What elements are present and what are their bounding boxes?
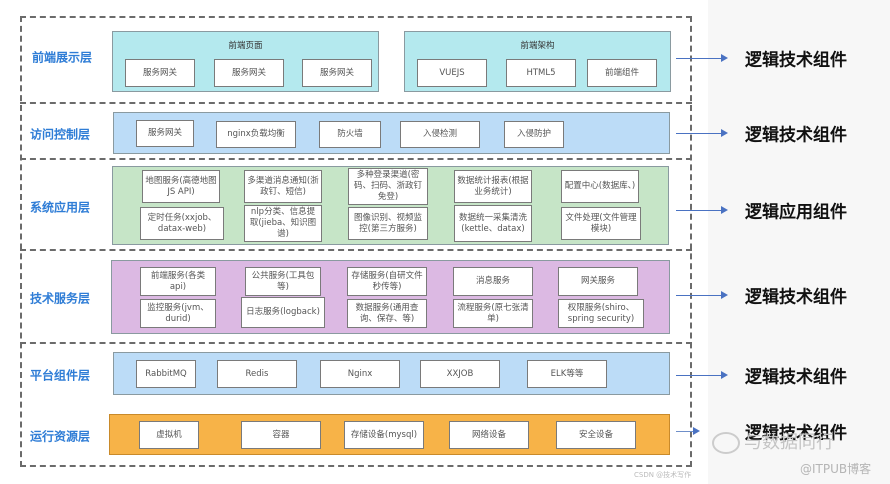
frame-line: [20, 465, 692, 467]
panel-tech-service: 前端服务(各类api) 公共服务(工具包等) 存储服务(自研文件秒传等) 消息服…: [111, 260, 670, 334]
component-box: 定时任务(xxjob、datax-web): [140, 207, 224, 240]
component-box: HTML5: [506, 59, 576, 87]
wechat-watermark-text: 与数据同行: [744, 432, 834, 453]
panel-title: 前端架构: [520, 41, 555, 51]
component-box: 图像识别、视频监控(第三方服务): [348, 207, 428, 240]
layer-label: 前端展示层: [32, 50, 93, 65]
component-box: 多种登录渠道(密码、扫码、浙政钉免登): [348, 168, 428, 205]
component-box: 文件处理(文件管理模块): [561, 207, 641, 240]
panel-access: 服务网关 nginx负载均衡 防火墙 入侵检测 入侵防护: [113, 112, 670, 154]
component-box: 地图服务(高德地图JS API): [142, 170, 220, 203]
arrow-icon: [676, 427, 700, 435]
component-box: 公共服务(工具包等): [245, 267, 321, 296]
itpub-watermark: @ITPUB博客: [800, 462, 872, 476]
component-box: 日志服务(logback): [241, 297, 325, 328]
component-box: 入侵检测: [400, 121, 480, 148]
component-box: Nginx: [320, 360, 400, 388]
frame-line: [20, 16, 692, 18]
panel-system-app: 地图服务(高德地图JS API) 多渠道消息通知(浙政钉、短信) 多种登录渠道(…: [112, 166, 669, 245]
component-box: 网络设备: [449, 421, 529, 449]
component-box: 存储服务(自研文件秒传等): [347, 267, 427, 296]
right-label: 逻辑技术组件: [745, 125, 847, 146]
right-label: 逻辑应用组件: [745, 202, 847, 223]
arrow-icon: [676, 206, 728, 214]
component-box: 安全设备: [556, 421, 636, 449]
wechat-icon: [712, 432, 740, 454]
component-box: 容器: [241, 421, 321, 449]
frame-line: [20, 342, 692, 344]
arrow-icon: [676, 291, 728, 299]
component-box: 入侵防护: [504, 121, 564, 148]
component-box: 服务网关: [302, 59, 372, 87]
component-box: 服务网关: [125, 59, 195, 87]
component-box: 多渠道消息通知(浙政钉、短信): [244, 170, 322, 203]
layer-label: 系统应用层: [30, 200, 91, 215]
frame-line: [20, 102, 692, 104]
layer-label: 技术服务层: [30, 291, 91, 306]
layer-label: 访问控制层: [30, 127, 91, 142]
panel-title: 前端页面: [228, 41, 263, 51]
csdn-watermark: CSDN @技术写作: [634, 471, 692, 479]
component-box: RabbitMQ: [136, 360, 196, 388]
right-label: 逻辑技术组件: [745, 287, 847, 308]
component-box: 配置中心(数据库、): [561, 170, 639, 203]
arrow-icon: [676, 129, 728, 137]
component-box: 前端服务(各类api): [140, 267, 216, 296]
component-box: 防火墙: [319, 121, 381, 148]
panel-frontend-arch: 前端架构 VUEJS HTML5 前端组件: [404, 31, 671, 92]
component-box: 服务网关: [214, 59, 284, 87]
frame-sides: [20, 16, 692, 467]
component-box: 虚拟机: [139, 421, 199, 449]
layer-label: 平台组件层: [30, 368, 91, 383]
frame-line: [20, 249, 692, 251]
component-box: ELK等等: [527, 360, 607, 388]
panel-runtime: 虚拟机 容器 存储设备(mysql) 网络设备 安全设备: [109, 414, 670, 455]
frame-line: [20, 158, 692, 160]
component-box: 权限服务(shiro、spring security): [558, 299, 644, 328]
component-box: nginx负载均衡: [216, 121, 296, 148]
diagram-canvas: 前端展示层 前端页面 服务网关 服务网关 服务网关 前端架构 VUEJS HTM…: [20, 16, 692, 479]
component-box: 前端组件: [587, 59, 657, 87]
component-box: 流程服务(原七张清单): [453, 299, 533, 328]
right-label: 逻辑技术组件: [745, 423, 847, 444]
right-label: 逻辑技术组件: [745, 367, 847, 388]
component-box: 数据服务(通用查询、保存、等): [347, 299, 427, 328]
component-box: nlp分类、信息提取(jieba、知识图谱): [244, 205, 322, 242]
right-label: 逻辑技术组件: [745, 50, 847, 71]
component-box: VUEJS: [417, 59, 487, 87]
component-box: 消息服务: [453, 267, 533, 296]
component-box: 服务网关: [136, 120, 194, 147]
component-box: 监控服务(jvm、durid): [140, 299, 216, 328]
panel-platform: RabbitMQ Redis Nginx XXJOB ELK等等: [113, 352, 670, 395]
component-box: 网关服务: [558, 267, 638, 296]
layer-label: 运行资源层: [30, 429, 91, 444]
component-box: XXJOB: [420, 360, 500, 388]
panel-frontend-pages: 前端页面 服务网关 服务网关 服务网关: [112, 31, 379, 92]
component-box: 数据统计报表(根据业务统计): [454, 170, 532, 203]
arrow-icon: [676, 371, 728, 379]
component-box: Redis: [217, 360, 297, 388]
component-box: 存储设备(mysql): [344, 421, 424, 449]
arrow-icon: [676, 54, 728, 62]
component-box: 数据统一采集清洗(kettle、datax): [454, 205, 532, 242]
